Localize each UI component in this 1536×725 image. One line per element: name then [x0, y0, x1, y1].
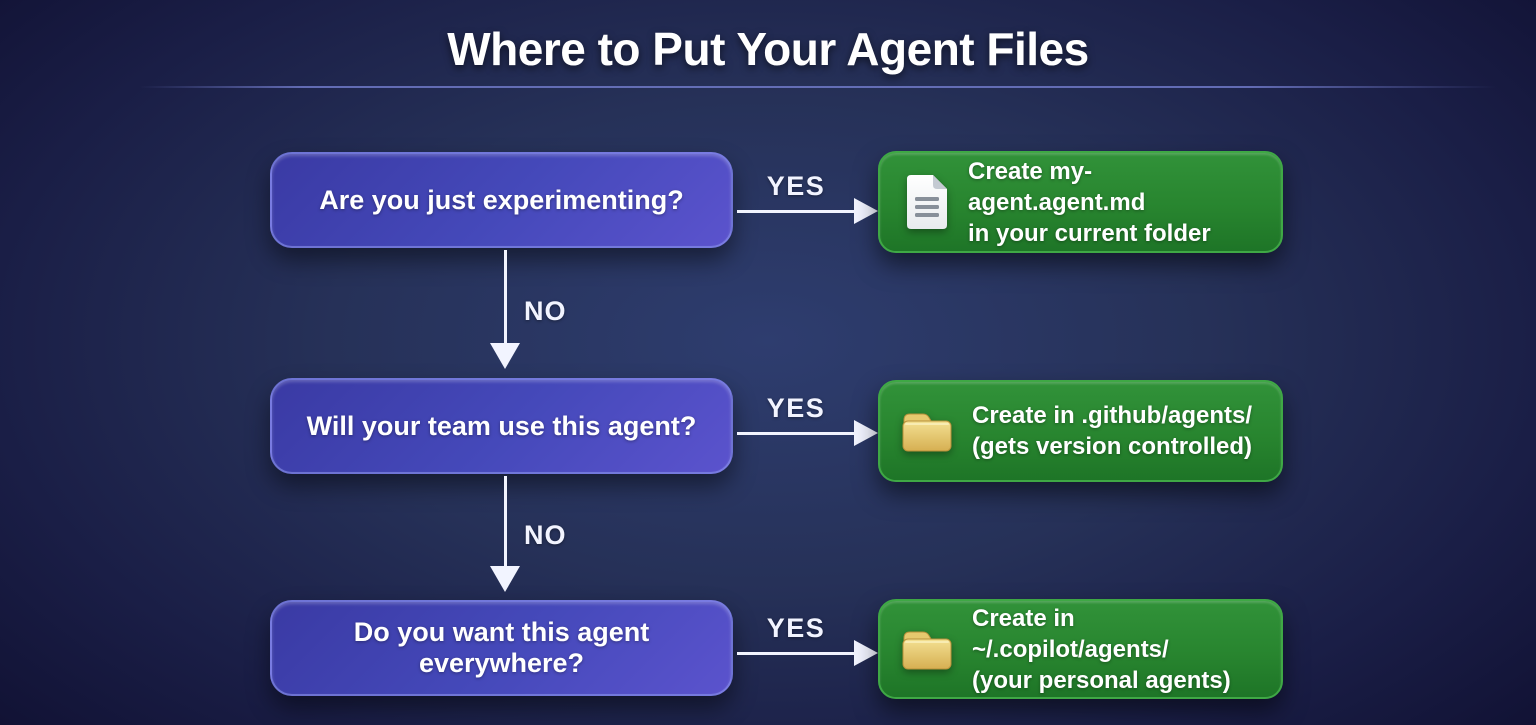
folder-icon	[900, 626, 954, 672]
question-label: Are you just experimenting?	[319, 184, 684, 215]
arrow-line	[737, 432, 856, 435]
yes-label: YES	[766, 613, 826, 643]
yes-label: YES	[766, 393, 826, 423]
answer-line2: (your personal agents)	[972, 666, 1231, 694]
answer-text: Create my-agent.agent.md in your current…	[968, 156, 1265, 249]
answer-line2: (gets version controlled)	[972, 433, 1253, 460]
arrow-right-icon	[854, 640, 878, 666]
arrow-line	[504, 476, 507, 566]
arrow-right-icon	[854, 198, 878, 224]
arrow-line	[737, 210, 856, 213]
folder-icon	[900, 408, 954, 454]
arrow-down-icon	[490, 566, 520, 592]
answer-line1: Create in .github/agents/	[972, 402, 1253, 429]
page-title: Where to Put Your Agent Files	[447, 23, 1089, 75]
no-label: NO	[524, 296, 567, 326]
question-box-team-use: Will your team use this agent?	[270, 378, 733, 474]
answer-line2: in your current folder	[968, 219, 1211, 247]
document-icon	[900, 173, 950, 231]
answer-box-github-agents: Create in .github/agents/ (gets version …	[878, 380, 1283, 482]
title-divider	[140, 86, 1496, 88]
arrow-right-icon	[854, 420, 878, 446]
answer-box-copilot-agents: Create in ~/.copilot/agents/ (your perso…	[878, 599, 1283, 699]
answer-box-current-folder: Create my-agent.agent.md in your current…	[878, 151, 1283, 253]
arrow-down-icon	[490, 343, 520, 369]
answer-text: Create in ~/.copilot/agents/ (your perso…	[972, 603, 1265, 696]
question-label: Will your team use this agent?	[306, 410, 697, 441]
question-label: Do you want this agent everywhere?	[353, 617, 650, 678]
arrow-line	[737, 652, 856, 655]
no-label: NO	[524, 520, 567, 550]
answer-text: Create in .github/agents/ (gets version …	[972, 400, 1252, 462]
yes-label: YES	[766, 171, 826, 201]
question-box-experimenting: Are you just experimenting?	[270, 152, 733, 248]
arrow-line	[504, 250, 507, 343]
answer-line1: Create in ~/.copilot/agents/	[972, 604, 1169, 663]
answer-line1: Create my-agent.agent.md	[968, 157, 1146, 216]
question-box-agent-everywhere: Do you want this agent everywhere?	[270, 600, 733, 696]
